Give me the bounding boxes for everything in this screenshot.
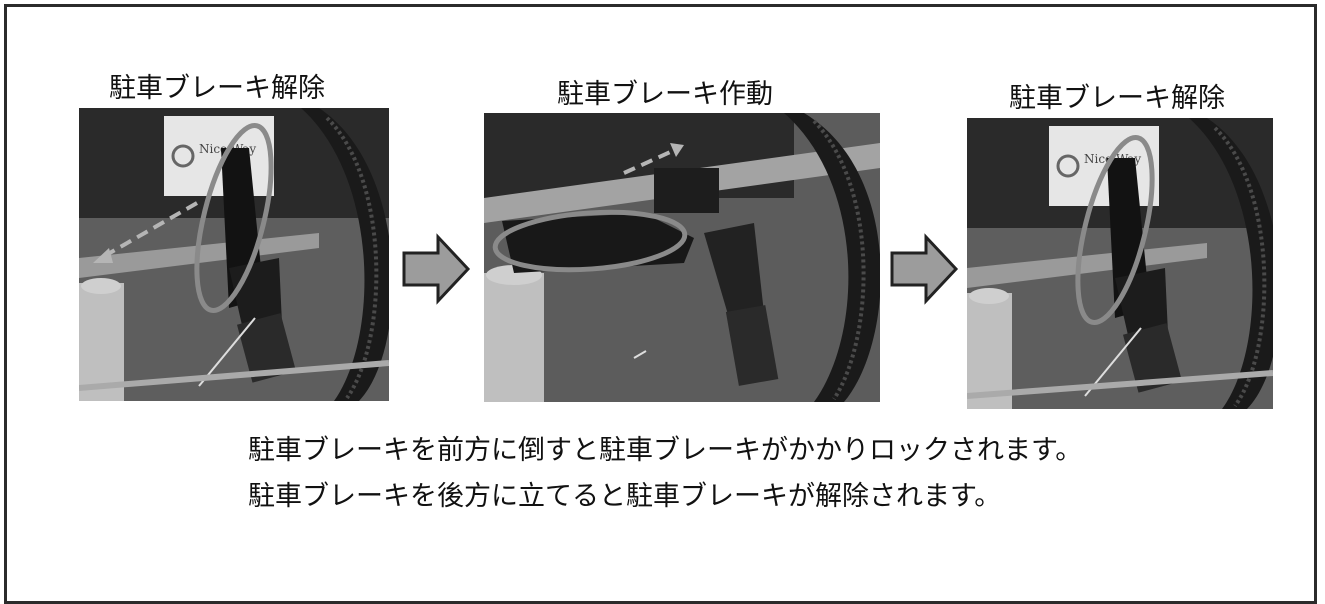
panel-2-caption: 駐車ブレーキ作動 [557, 79, 773, 110]
note-line-1: 駐車ブレーキを前方に倒すと駐車ブレーキがかかりロックされます。 [248, 435, 1083, 466]
right-arrow-1 [402, 233, 471, 305]
right-arrow-2 [890, 233, 959, 305]
panel-2-photo [484, 113, 880, 402]
panel-3-photo: Nice Way [967, 118, 1273, 409]
panel-1-photo: Nice Way [79, 108, 389, 401]
panel-3-caption: 駐車ブレーキ解除 [1009, 83, 1225, 114]
nameplate [164, 116, 274, 196]
panel-1-caption: 駐車ブレーキ解除 [109, 73, 325, 104]
note-line-2: 駐車ブレーキを後方に立てると駐車ブレーキが解除されます。 [248, 481, 1002, 512]
